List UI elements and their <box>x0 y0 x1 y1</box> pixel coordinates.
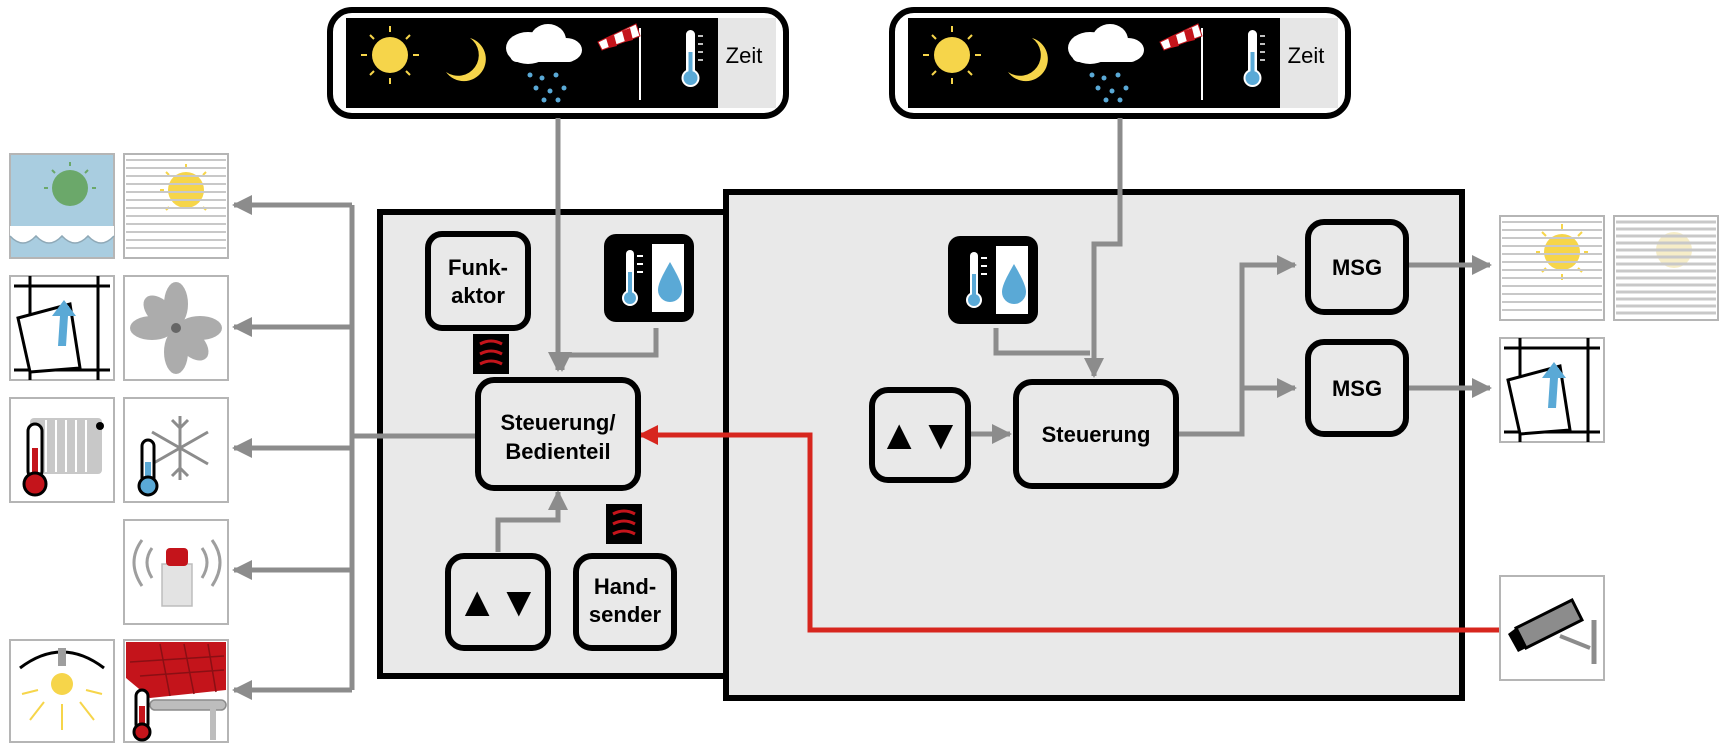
hand-transmitter-line1: Hand- <box>594 574 656 599</box>
fan-icon <box>123 275 229 381</box>
control-box[interactable]: Steuerung <box>1013 379 1179 489</box>
camera-icon <box>1499 575 1605 681</box>
control-label: Steuerung <box>1042 422 1151 447</box>
weather-bar-left: Zeit <box>327 7 789 119</box>
control-unit-line1: Steuerung/ <box>501 410 616 435</box>
alert-connector <box>638 425 1500 633</box>
blinds-icon <box>123 153 229 259</box>
rain-cloud-icon <box>1068 24 1144 103</box>
light-icon <box>9 639 115 743</box>
updown-symbol: ▲▼ <box>456 578 539 625</box>
radio-waves-icon <box>471 332 511 376</box>
msg-bottom-box[interactable]: MSG <box>1305 339 1409 437</box>
sun-icon <box>361 26 419 84</box>
sun-icon <box>923 26 981 84</box>
moon-icon <box>1008 38 1048 82</box>
sensor-thermo-drop-right <box>947 235 1039 325</box>
rain-cloud-icon <box>506 24 582 103</box>
thermometer-icon <box>681 30 703 87</box>
window-opener-icon <box>9 275 115 381</box>
radio-actuator-line1: Funk- <box>448 255 508 280</box>
alarm-siren-icon <box>123 519 229 625</box>
radio-actuator-box[interactable]: Funk- aktor <box>425 231 531 331</box>
updown-button-right[interactable]: ▲▼ <box>869 387 971 483</box>
time-label: Zeit <box>726 43 763 68</box>
sensor-thermo-drop-left <box>603 233 695 323</box>
msg-top-box[interactable]: MSG <box>1305 219 1409 315</box>
msg-bottom-label: MSG <box>1332 376 1382 401</box>
connectors <box>232 118 1492 700</box>
closed-blinds-icon <box>1613 215 1719 321</box>
radio-actuator-line2: aktor <box>451 283 505 308</box>
window-opener-icon <box>1499 337 1605 443</box>
hand-transmitter-box[interactable]: Hand- sender <box>573 553 677 651</box>
cooling-icon <box>123 397 229 503</box>
weather-bar-right: Zeit <box>889 7 1351 119</box>
time-label: Zeit <box>1288 43 1325 68</box>
msg-top-label: MSG <box>1332 255 1382 280</box>
updown-symbol: ▲▼ <box>878 411 961 458</box>
moon-icon <box>446 38 486 82</box>
hand-transmitter-line2: sender <box>589 602 662 627</box>
windsock-icon <box>597 23 641 100</box>
blinds-icon <box>1499 215 1605 321</box>
windsock-icon <box>1159 23 1203 100</box>
radiator-icon <box>9 397 115 503</box>
control-unit-box[interactable]: Steuerung/ Bedienteil <box>475 377 641 491</box>
roof-gutter-heating-icon <box>123 639 229 743</box>
control-unit-line2: Bedienteil <box>505 439 610 464</box>
radio-waves-icon <box>604 502 644 546</box>
thermometer-icon <box>1243 30 1265 87</box>
awning-icon <box>9 153 115 259</box>
updown-button-left[interactable]: ▲▼ <box>445 553 551 651</box>
